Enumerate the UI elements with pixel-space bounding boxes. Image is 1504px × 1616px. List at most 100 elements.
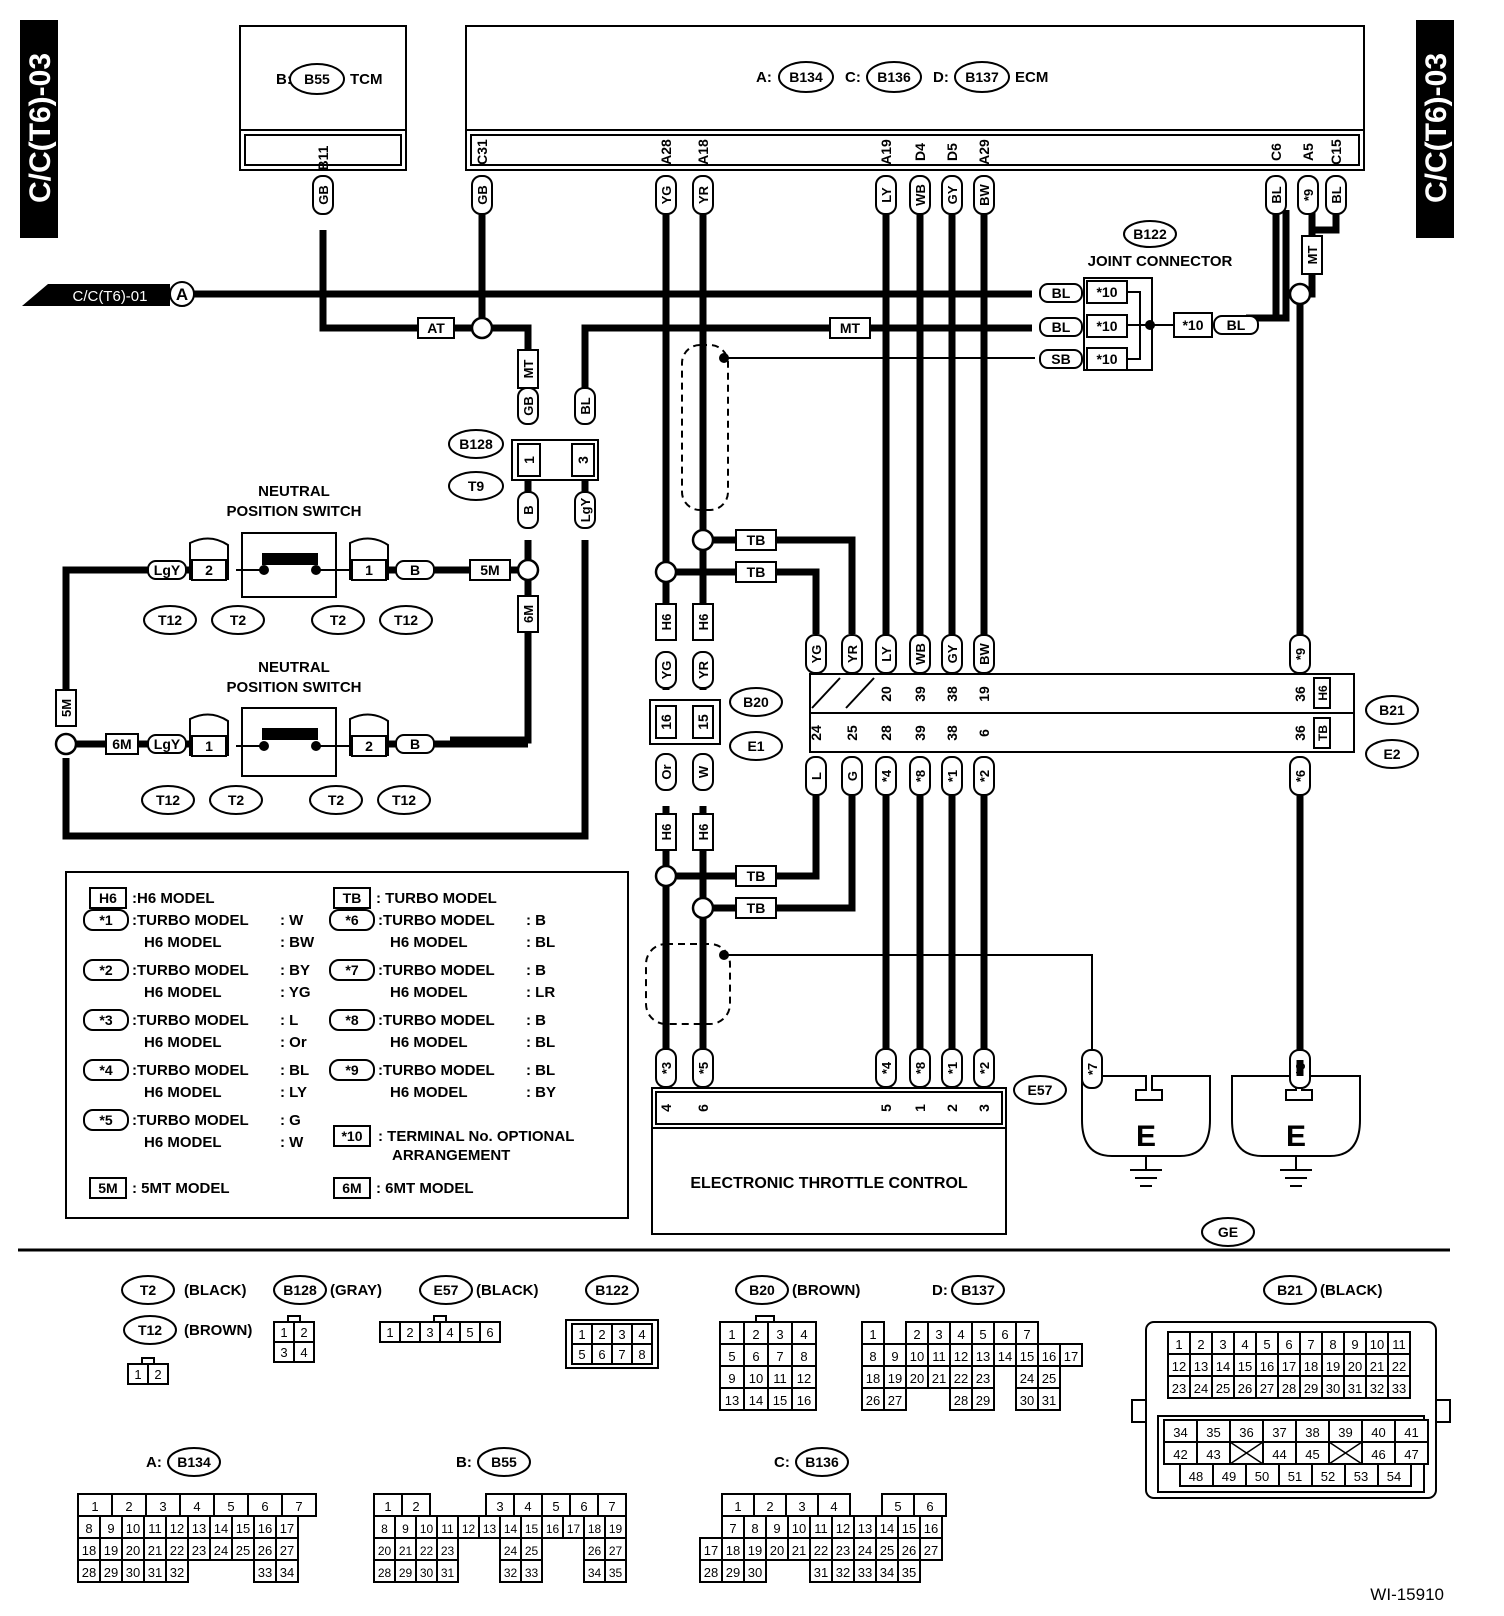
joint-conn: B122 bbox=[1133, 226, 1167, 242]
pin-number: 7 bbox=[1023, 1327, 1030, 1342]
pin-number: 24 bbox=[504, 1544, 518, 1558]
electronic-throttle-control: ELECTRONIC THROTTLE CONTROL E57 *3*5*4*8… bbox=[651, 1048, 1067, 1235]
pin-number: 4 bbox=[446, 1325, 453, 1340]
pin-number: 34 bbox=[280, 1565, 294, 1580]
etc-pin: 4 bbox=[658, 1104, 674, 1112]
etc-wire: *5 bbox=[696, 1062, 711, 1074]
pin-number: 3 bbox=[159, 1499, 166, 1514]
etc-wire: *8 bbox=[913, 1062, 928, 1074]
pin-number: 9 bbox=[402, 1522, 409, 1536]
pin-number: 25 bbox=[1216, 1381, 1230, 1396]
legend-star-h6: : W bbox=[280, 1134, 304, 1151]
pin-number: 8 bbox=[869, 1349, 876, 1364]
joint-connector: B122 JOINT CONNECTOR *10 *10 *10 *10 BL … bbox=[1039, 220, 1259, 371]
pin-number: 15 bbox=[902, 1521, 916, 1536]
b21-bottom-pin: 24 bbox=[808, 725, 824, 741]
etc-wire: *3 bbox=[659, 1062, 674, 1074]
legend-t10-line1: : TERMINAL No. OPTIONAL bbox=[378, 1128, 574, 1145]
tag-mt-2: MT bbox=[521, 360, 536, 379]
pin-number: 9 bbox=[773, 1521, 780, 1536]
b21-bottom-wire: *6 bbox=[1293, 770, 1308, 782]
legend-star-h6: : BL bbox=[526, 1034, 555, 1051]
b21-bottom-wire: L bbox=[809, 772, 824, 780]
pin-number: 16 bbox=[1260, 1359, 1274, 1374]
b21-bottom-pin: 38 bbox=[944, 725, 960, 741]
etc-pin: 3 bbox=[976, 1104, 992, 1112]
pin-number: 5 bbox=[728, 1349, 735, 1364]
tcm-conn: B55 bbox=[304, 71, 330, 87]
pin-number: 28 bbox=[82, 1565, 96, 1580]
b20-bottom-wire-2: W bbox=[696, 765, 711, 778]
pin-number: 37 bbox=[1272, 1425, 1286, 1440]
nps-upper-left-pin: 2 bbox=[205, 562, 213, 578]
b21-top-wire: YG bbox=[809, 645, 824, 664]
pin-number: 11 bbox=[814, 1521, 828, 1536]
side-tab-left: C/C(T6)-03 bbox=[20, 20, 58, 238]
pin-number: 17 bbox=[1282, 1359, 1296, 1374]
pin-number: 16 bbox=[797, 1393, 811, 1408]
pin-number: 17 bbox=[280, 1521, 294, 1536]
pin-number: 10 bbox=[910, 1349, 924, 1364]
pin-number: 3 bbox=[1219, 1337, 1226, 1352]
ecm-pin-label: D4 bbox=[912, 143, 928, 161]
pin-number: 9 bbox=[107, 1521, 114, 1536]
pin-number: 22 bbox=[170, 1543, 184, 1558]
pin-number: 1 bbox=[869, 1327, 876, 1342]
pin-number: 3 bbox=[426, 1325, 433, 1340]
nps-upper-title-2: POSITION SWITCH bbox=[227, 503, 362, 520]
a134-face-prefix: A: bbox=[146, 1454, 162, 1471]
legend-6m-text: : 6MT MODEL bbox=[376, 1180, 474, 1197]
legend-star-turbo: : BY bbox=[280, 962, 310, 979]
pin-number: 39 bbox=[1338, 1425, 1352, 1440]
pin-number: 1 bbox=[386, 1325, 393, 1340]
b55-face-conn: B55 bbox=[491, 1454, 517, 1470]
b21-top-pin: 20 bbox=[878, 686, 894, 702]
pin-number: 44 bbox=[1272, 1447, 1286, 1462]
tag-6m: 6M bbox=[521, 605, 536, 623]
legend-6m-tag: 6M bbox=[342, 1180, 361, 1196]
pin-number: 12 bbox=[954, 1349, 968, 1364]
pin-number: 18 bbox=[726, 1543, 740, 1558]
pin-number: 17 bbox=[704, 1543, 718, 1558]
pin-number: 1 bbox=[728, 1327, 735, 1342]
tag-h6-3: H6 bbox=[659, 824, 674, 841]
pin-number: 29 bbox=[104, 1565, 118, 1580]
legend-tb-text: : TURBO MODEL bbox=[376, 890, 497, 907]
ecm-pin-label: A28 bbox=[658, 139, 674, 165]
pin-number: 27 bbox=[924, 1543, 938, 1558]
etc-pin: 1 bbox=[912, 1104, 928, 1112]
pin-number: 16 bbox=[924, 1521, 938, 1536]
b21-top-wire: LY bbox=[879, 646, 894, 662]
pin-number: 6 bbox=[580, 1499, 587, 1514]
pin-number: 45 bbox=[1305, 1447, 1319, 1462]
e57-face-conn: E57 bbox=[434, 1282, 459, 1298]
pin-number: 30 bbox=[748, 1565, 762, 1580]
pin-number: 6 bbox=[1285, 1337, 1292, 1352]
pin-number: 22 bbox=[954, 1371, 968, 1386]
pin-number: 16 bbox=[258, 1521, 272, 1536]
pin-number: 26 bbox=[902, 1543, 916, 1558]
tag-5m-2: 5M bbox=[59, 699, 74, 717]
ecm-pin-label: A19 bbox=[878, 139, 894, 165]
legend-h6-label: H6 MODEL bbox=[390, 984, 468, 1001]
b21-top-pin: 36 bbox=[1292, 686, 1308, 702]
b21-conn: B21 bbox=[1379, 702, 1405, 718]
nps-lower-conn-4: T12 bbox=[392, 792, 416, 808]
tcm-prefix: B: bbox=[276, 71, 292, 88]
side-tab-right: C/C(T6)-03 bbox=[1416, 20, 1454, 238]
legend-star-turbo: : W bbox=[280, 912, 304, 929]
ecm-pin-label: A29 bbox=[976, 139, 992, 165]
pin-number: 13 bbox=[858, 1521, 872, 1536]
joint-in-wire-2: BL bbox=[1052, 319, 1071, 335]
nps-upper-conn-2: T2 bbox=[230, 612, 247, 628]
b21-bottom-pin: 28 bbox=[878, 725, 894, 741]
legend-t10-line2: ARRANGEMENT bbox=[392, 1147, 510, 1164]
pin-number: 8 bbox=[1329, 1337, 1336, 1352]
b20-top-wire-1: YG bbox=[659, 661, 674, 680]
pin-number: 19 bbox=[104, 1543, 118, 1558]
pin-number: 20 bbox=[378, 1544, 392, 1558]
legend-h6-label: H6 MODEL bbox=[144, 934, 222, 951]
ground-left-label: E bbox=[1136, 1120, 1156, 1153]
pin-number: 5 bbox=[979, 1327, 986, 1342]
pin-number: 22 bbox=[420, 1544, 434, 1558]
